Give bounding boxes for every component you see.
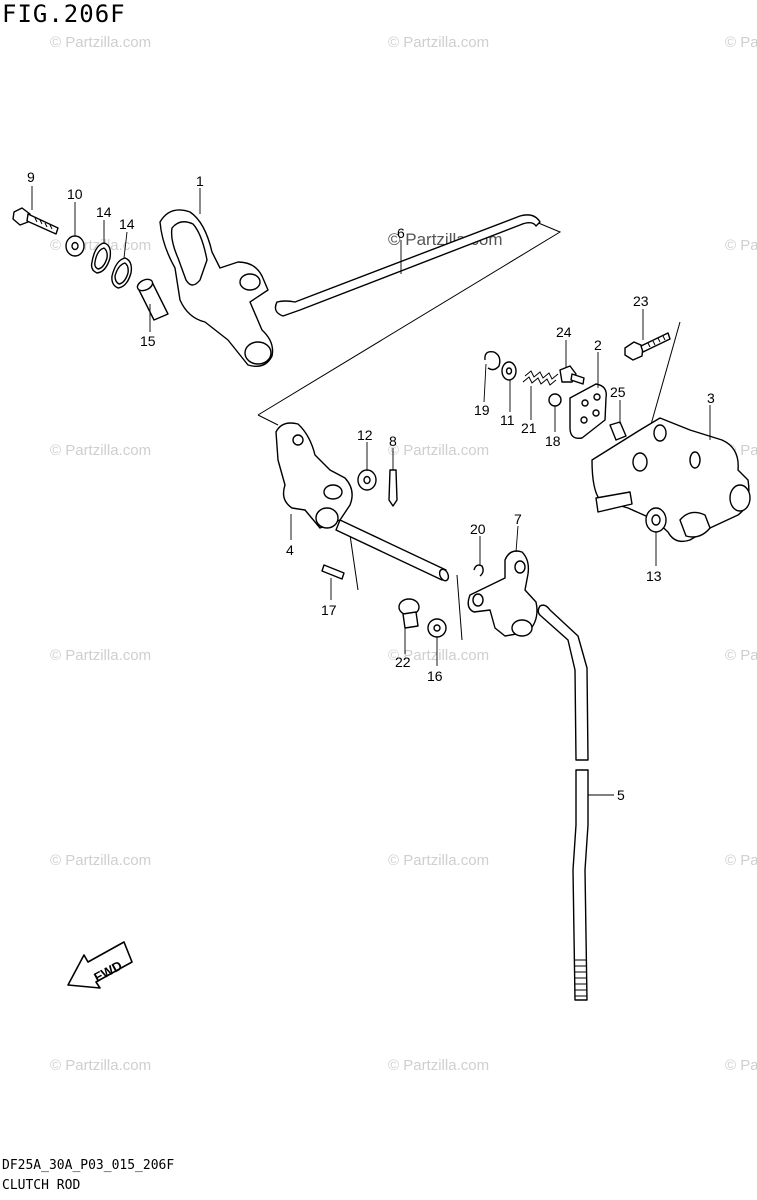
watermark-text: © Partzilla.com: [725, 237, 757, 254]
part-20-clip: [473, 564, 484, 577]
callout-label: 11: [500, 412, 515, 428]
washer-hole: [71, 241, 79, 251]
watermark-text: © Partzilla.com: [388, 647, 489, 664]
part-8-pin: [388, 469, 398, 507]
callout-label: 21: [521, 420, 537, 436]
callout-label: 7: [514, 511, 522, 527]
oring-hole: [651, 514, 661, 526]
part-21-spring: [522, 370, 559, 386]
callout-label: 24: [556, 324, 572, 340]
watermark-text: © Partzilla.com: [725, 647, 757, 664]
part-6-rod: [274, 214, 541, 317]
part-2-plate: [569, 383, 607, 439]
part-7-lever: [467, 550, 538, 637]
callout-label: 16: [427, 668, 443, 684]
part-14-bushing: [111, 257, 133, 289]
callout-label: 13: [646, 568, 662, 584]
part-24-bolt: [559, 365, 585, 385]
watermark-text: © Partzilla.com: [725, 1057, 757, 1074]
callout-label: 4: [286, 542, 294, 558]
washer-hole: [433, 624, 441, 632]
callout-label: 23: [633, 293, 649, 309]
callout-label: 15: [140, 333, 156, 349]
watermark-text: © Partzilla.com: [725, 852, 757, 869]
part-1-shift-lever: [159, 209, 274, 368]
watermark-text: © Partzilla.com: [725, 34, 757, 51]
assembly-lines: [257, 221, 681, 641]
callout-label: 8: [389, 433, 397, 449]
part-17-pin: [321, 564, 345, 580]
watermark-text: © Partzilla.com: [388, 34, 489, 51]
watermark-text: © Partzilla.com: [50, 852, 151, 869]
callout-label: 12: [357, 427, 373, 443]
callout-label: 5: [617, 787, 625, 803]
part-4-bracket: [275, 422, 353, 529]
watermark-text: © Partzilla.com: [50, 34, 151, 51]
part-23-bolt: [624, 332, 671, 361]
part-19-circlip: [484, 350, 501, 371]
watermark-text: © Partzilla.com: [388, 1057, 489, 1074]
callouts: 9 10 14 14 1 6 15 23 24 2 3 25 19 11 21 …: [27, 169, 715, 803]
figure-title: FIG.206F: [2, 0, 126, 28]
part-25-block: [609, 421, 627, 441]
callout-label: 9: [27, 169, 35, 185]
callout-label: 3: [707, 390, 715, 406]
callout-label: 19: [474, 402, 490, 418]
watermark-text: © Partzilla.com: [50, 1057, 151, 1074]
figure-name: CLUTCH ROD: [2, 1178, 81, 1193]
figure-code: DF25A_30A_P03_015_206F: [2, 1158, 175, 1173]
part-22-bolt: [398, 598, 420, 629]
callout-label: 1: [196, 173, 204, 189]
part-3-housing: [591, 417, 751, 543]
watermark-text: © Partzilla.com: [388, 852, 489, 869]
callout-label: 14: [119, 216, 135, 232]
part-14-bushing: [90, 242, 112, 274]
watermark-text: © Partzilla.com: [50, 442, 151, 459]
part-3-shaft: [335, 519, 450, 582]
part-9-bolt: [12, 207, 59, 235]
fwd-arrow-icon: FWD: [67, 941, 133, 989]
part-5-clutch-rod: [537, 604, 589, 1001]
washer-hole: [505, 367, 513, 375]
callout-label: 10: [67, 186, 83, 202]
washer-hole: [363, 475, 371, 485]
part-18-ball: [548, 393, 562, 407]
callout-label: 14: [96, 204, 112, 220]
callout-label: 17: [321, 602, 337, 618]
callout-label: 2: [594, 337, 602, 353]
watermark-text: © Partzilla.com: [388, 442, 489, 459]
leader-lines: [31, 186, 711, 796]
callout-label: 22: [395, 654, 411, 670]
watermarks: © Partzilla.com © Partzilla.com © Partzi…: [50, 34, 757, 1074]
callout-label: 25: [610, 384, 626, 400]
callout-label: 6: [397, 225, 405, 241]
part-15-collar: [136, 278, 169, 321]
callout-label: 18: [545, 433, 561, 449]
watermark-text: © Partzilla.com: [50, 647, 151, 664]
callout-label: 20: [470, 521, 486, 537]
